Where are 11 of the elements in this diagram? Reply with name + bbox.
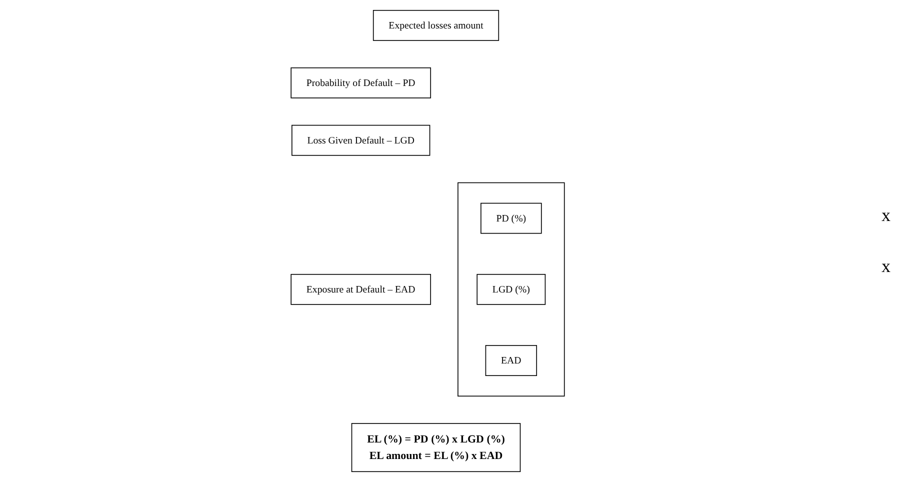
multiplication-sign: x: [882, 205, 890, 226]
node-box: Exposure at Default – EAD: [290, 274, 432, 305]
node-box: Loss Given Default – LGD: [292, 124, 430, 156]
multiplication-sign: x: [882, 256, 890, 277]
node-box: Probability of Default – PD: [290, 67, 432, 98]
node-box: Expected losses amount: [373, 10, 500, 41]
node-box: LGD (%): [476, 274, 546, 305]
node-box: EAD: [486, 345, 538, 376]
cluster: [458, 182, 566, 397]
node-box: PD (%): [480, 202, 542, 234]
node-box: EL (%) = PD (%) x LGD (%) EL amount = EL (%) x EAD: [352, 423, 521, 472]
